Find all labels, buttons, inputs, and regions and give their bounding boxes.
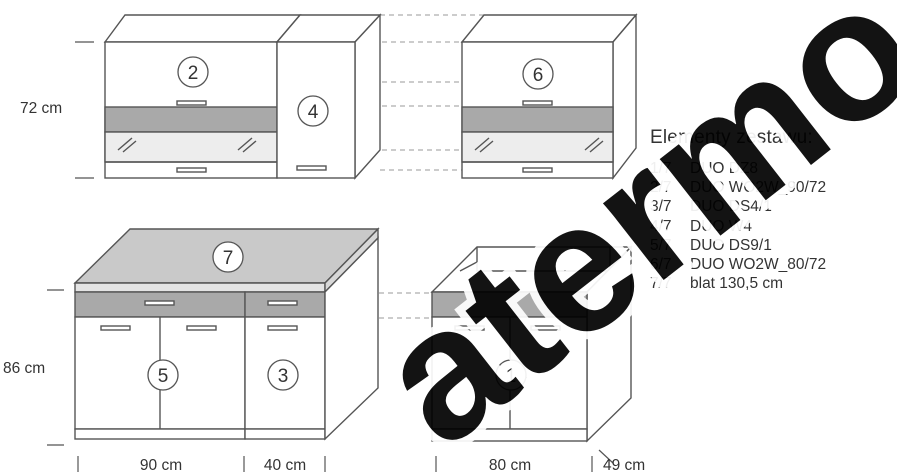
element-index: 7/7 (650, 275, 672, 293)
circle-2 (177, 56, 209, 88)
circle-1 (495, 359, 527, 391)
circle-5 (147, 359, 179, 391)
circle-3 (267, 359, 299, 391)
element-item: 6/7 DUO WO2W_80/72 (650, 255, 895, 274)
circle-4 (297, 95, 329, 127)
cabinet-number-7: 7 (223, 248, 234, 269)
element-item: 7/7 blat 130,5 cm (650, 274, 895, 293)
upper-cabinet-2 (103, 14, 302, 179)
cabinet-number-4: 4 (308, 102, 319, 123)
base-cabinet-1 (430, 245, 633, 443)
upper-cabinet-6 (460, 13, 638, 181)
cabinet-number-2: 2 (188, 63, 199, 84)
element-item: 4/7 DUO W4 (650, 217, 895, 236)
element-item: 3/7 DUO DS4/1 (650, 197, 895, 216)
cabinet-number-1: 1 (506, 366, 517, 387)
element-name: DUO W4 (690, 217, 752, 235)
dimension-ticks (47, 41, 614, 472)
dimension-width-90: 90 cm (140, 457, 182, 472)
cabinet-number-5: 5 (158, 366, 169, 387)
element-name: blat 130,5 cm (690, 275, 784, 293)
element-index: 6/7 (650, 256, 672, 274)
base-cabinet-3 (244, 236, 379, 441)
element-name: DUO DZ8 (690, 160, 759, 177)
element-index: 2/7 (650, 179, 672, 197)
elements-title: Elementy zestawu: (650, 127, 813, 148)
circle-7 (212, 241, 244, 273)
element-name: DUO DS9/1 (690, 236, 772, 254)
element-index: 1/7 (650, 160, 672, 177)
number-circles (147, 56, 554, 391)
element-item: 2/7 DUO WO2W_90/72 (650, 178, 895, 197)
element-index: 5/7 (650, 236, 672, 254)
dimension-lower-height: 86 cm (3, 360, 45, 377)
element-name: DUO DS4/1 (690, 198, 772, 216)
upper-cabinet-4 (275, 13, 382, 180)
element-item: 5/7 DUO DS9/1 (650, 236, 895, 255)
element-item: 1/7 DUO DZ8 (650, 159, 895, 178)
dimension-width-40: 40 cm (264, 457, 306, 472)
element-name: DUO WO2W_80/72 (690, 256, 827, 274)
dimension-upper-height: 72 cm (20, 100, 62, 117)
dimension-depth: 49 cm (603, 457, 645, 472)
element-index: 4/7 (650, 217, 672, 235)
circle-6 (522, 58, 554, 90)
element-index: 3/7 (650, 198, 672, 216)
cabinet-number-6: 6 (533, 65, 544, 86)
dimension-width-80: 80 cm (489, 457, 531, 472)
cabinet-number-3: 3 (278, 366, 289, 387)
element-name: DUO WO2W_90/72 (690, 179, 827, 197)
